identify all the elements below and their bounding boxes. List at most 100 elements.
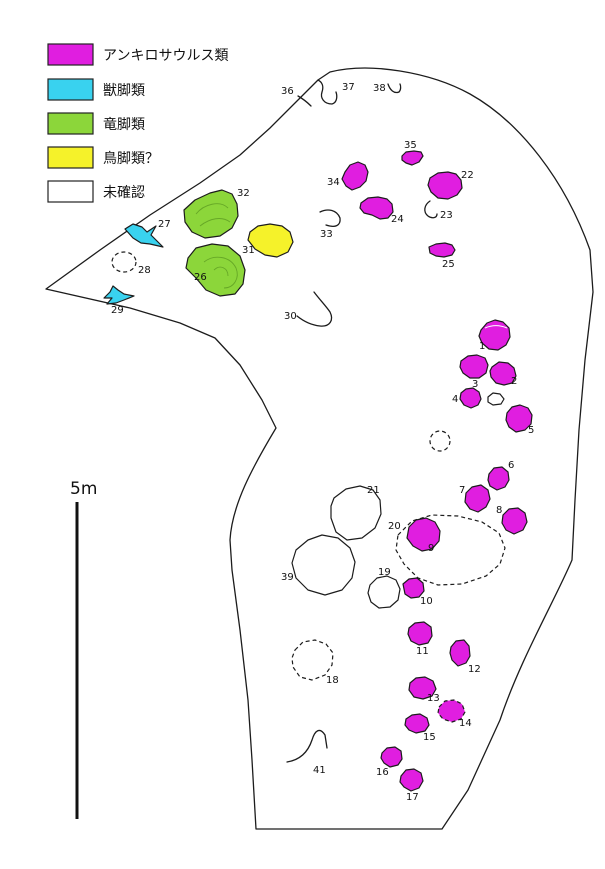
site-boundary — [45, 67, 594, 830]
legend-label: 鳥脚類？ — [103, 151, 159, 167]
footprint-36: 36 — [281, 86, 312, 107]
footprint-32: 32 — [183, 188, 250, 239]
footprint-12-shape — [449, 639, 471, 667]
footprint-1-label: 1 — [479, 341, 485, 352]
scale-bar: 5m — [70, 479, 97, 819]
footprint-33-label: 33 — [320, 229, 333, 240]
unlabeled-footprint — [429, 430, 451, 452]
footprint-8-label: 8 — [496, 505, 502, 516]
footprint-21-shape — [330, 485, 382, 541]
footprint-32-shape — [183, 189, 239, 239]
footprint-37: 37 — [317, 79, 355, 105]
legend-swatch-magenta — [47, 43, 94, 66]
footprint-32-label: 32 — [237, 188, 250, 199]
legend: アンキロサウルス類 獣脚類 竜脚類 鳥脚類？ 未確認 — [47, 43, 228, 203]
footprint-34-label: 34 — [327, 177, 340, 188]
footprint-23-label: 23 — [440, 210, 453, 221]
unlabeled-footprint-shape — [429, 430, 451, 452]
footprint-3: 3 — [459, 354, 489, 390]
legend-item-unconfirmed: 未確認 — [47, 180, 145, 203]
footprint-38: 38 — [373, 83, 402, 94]
footprint-39: 39 — [281, 534, 356, 596]
footprint-30-label: 30 — [284, 311, 297, 322]
footprint-39-label: 39 — [281, 572, 294, 583]
legend-label: 獣脚類 — [103, 83, 145, 99]
footprint-31: 31 — [242, 223, 294, 258]
footprint-11: 11 — [407, 621, 433, 657]
footprint-6-shape — [487, 466, 510, 491]
footprint-18-label: 18 — [326, 675, 339, 686]
footprint-17-shape — [399, 768, 424, 792]
footprint-6: 6 — [487, 460, 514, 491]
footprint-33-shape — [319, 209, 341, 227]
footprint-14: 14 — [437, 699, 472, 729]
footprint-24-shape — [359, 196, 394, 220]
footprint-4-shape — [459, 387, 482, 409]
footprint-9-label: 9 — [428, 543, 434, 554]
footprint-7: 7 — [459, 484, 491, 513]
footprint-7-shape — [464, 484, 491, 513]
footprint-34: 34 — [327, 161, 369, 191]
footprint-4: 4 — [452, 387, 482, 409]
footprint-9: 9 — [406, 517, 441, 554]
footprint-19-shape — [367, 575, 401, 609]
footprint-13-shape — [408, 676, 437, 700]
legend-item-ornithopod: 鳥脚類？ — [47, 146, 159, 169]
footprint-16-label: 16 — [376, 767, 389, 778]
unlabeled-footprint — [487, 392, 505, 406]
footprint-28-shape — [111, 251, 137, 273]
footprint-35-label: 35 — [404, 140, 417, 151]
footprint-13: 13 — [408, 676, 440, 704]
legend-item-ankylosaur: アンキロサウルス類 — [47, 43, 228, 66]
footprint-18: 18 — [291, 639, 339, 686]
footprint-30-shape — [296, 291, 333, 327]
footprint-3-label: 3 — [472, 379, 478, 390]
footprint-7-label: 7 — [459, 485, 465, 496]
footprint-25-shape — [428, 242, 456, 258]
footprint-15-label: 15 — [423, 732, 436, 743]
footprint-1-crack — [484, 325, 508, 329]
footprint-26: 26 — [185, 243, 246, 297]
footprint-15: 15 — [404, 713, 436, 743]
footprint-25: 25 — [428, 242, 456, 270]
footprint-31-label: 31 — [242, 245, 255, 256]
footprint-14-label: 14 — [459, 718, 472, 729]
footprint-14-shape — [437, 699, 466, 723]
footprint-10-label: 10 — [420, 596, 433, 607]
footprint-37-shape — [317, 79, 338, 105]
footprint-12: 12 — [449, 639, 481, 675]
footprint-39-shape — [291, 534, 356, 596]
footprint-33: 33 — [319, 209, 341, 240]
footprint-1: 1 — [478, 319, 511, 352]
footprint-9-shape — [406, 517, 441, 552]
legend-swatch-green — [47, 112, 94, 135]
footprint-34-shape — [341, 161, 369, 191]
footprint-2-shape — [489, 361, 517, 386]
footprint-26-label: 26 — [194, 272, 207, 283]
footprint-15-shape — [404, 713, 430, 734]
footprint-24: 24 — [359, 196, 404, 225]
footprint-36-label: 36 — [281, 86, 294, 97]
footprint-28-label: 28 — [138, 265, 151, 276]
footprint-2: 2 — [489, 361, 517, 387]
footprint-27-label: 27 — [158, 219, 171, 230]
footprint-38-shape — [387, 83, 402, 94]
footprint-21-label: 21 — [367, 485, 380, 496]
legend-item-theropod: 獣脚類 — [47, 78, 145, 101]
footprint-16: 16 — [376, 746, 403, 778]
footprint-23-shape — [424, 200, 438, 219]
footprint-2-label: 2 — [511, 376, 517, 387]
footprint-23: 23 — [424, 200, 453, 221]
footprint-17: 17 — [399, 768, 424, 803]
footprint-8-shape — [501, 507, 528, 535]
footprint-41: 41 — [286, 729, 328, 776]
footprint-31-shape — [247, 223, 294, 258]
footprint-29-label: 29 — [111, 305, 124, 316]
legend-item-sauropod: 竜脚類 — [47, 112, 145, 135]
footprint-41-label: 41 — [313, 765, 326, 776]
footprint-4-label: 4 — [452, 394, 458, 405]
footprint-35: 35 — [401, 140, 424, 166]
footprint-19-label: 19 — [378, 567, 391, 578]
footprint-38-label: 38 — [373, 83, 386, 94]
